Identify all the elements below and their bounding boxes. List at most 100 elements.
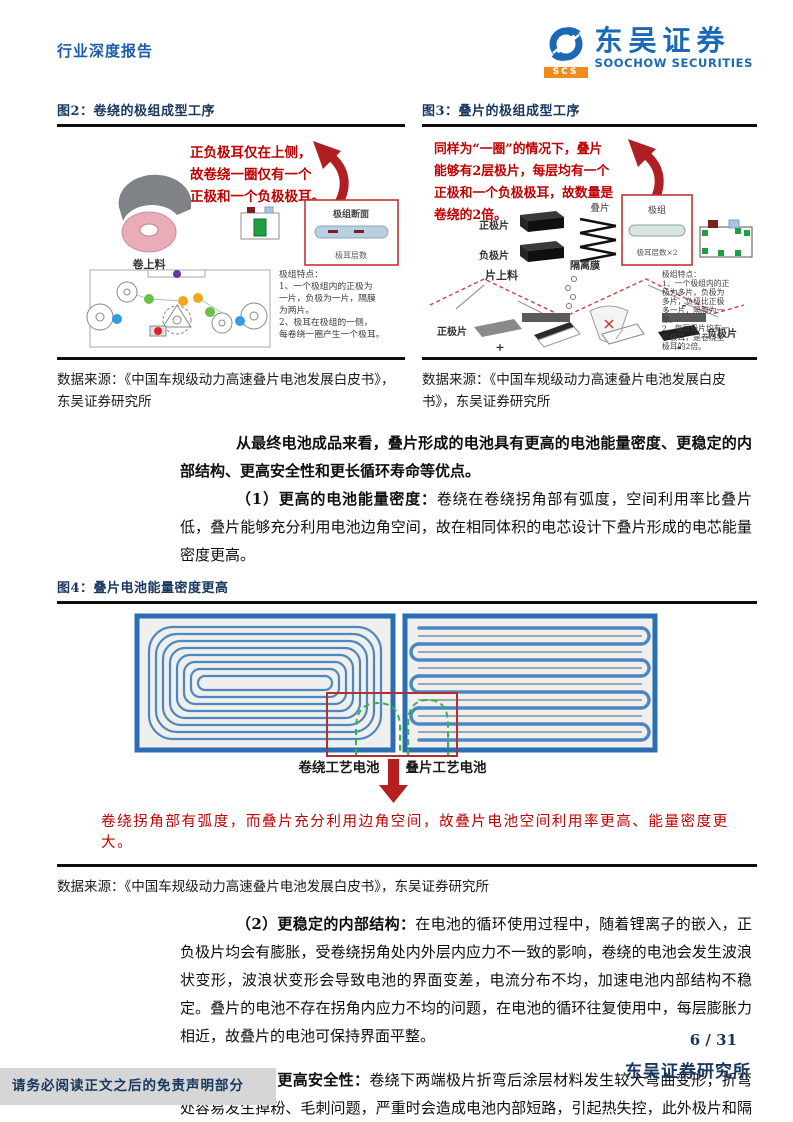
svg-text:为两片。: 为两片。 bbox=[279, 304, 314, 316]
body-section-1: 从最终电池成品来看，叠片形成的电池具有更高的电池能量密度、更稳定的内部结构、更高… bbox=[180, 429, 752, 569]
soochow-logo: SCS 东吴证券 SOOCHOW SECURITIES bbox=[543, 24, 753, 78]
fig3-lamination-stack: 叠片 bbox=[579, 202, 617, 263]
paragraph-2-lead: （2）更稳定的内部结构： bbox=[236, 915, 416, 933]
figure4-title: 图4：叠片电池能量密度更高 bbox=[57, 577, 757, 604]
intro-paragraph: 从最终电池成品来看，叠片形成的电池具有更高的电池能量密度、更稳定的内部结构、更高… bbox=[180, 429, 752, 485]
logo-en-text: SOOCHOW SECURITIES bbox=[594, 56, 753, 70]
svg-text:能够有2层极片，每层均有一个: 能够有2层极片，每层均有一个 bbox=[434, 163, 609, 179]
logo-badge: SCS bbox=[543, 26, 588, 78]
figure2-block: 图2：卷绕的极组成型工序 正负极耳仅在上侧， 故卷绕一圈仅有一个 正极和一个负极… bbox=[57, 100, 405, 413]
fig3-cathode-stack: 正极片 bbox=[479, 211, 564, 232]
fig4-winding-label: 卷绕工艺电池 bbox=[298, 759, 380, 776]
figure3-title: 图3：叠片的极组成型工序 bbox=[422, 100, 757, 127]
page-number: 6 / 31 bbox=[689, 1031, 737, 1049]
fig3-anode-label-b: 负极片 bbox=[707, 327, 737, 340]
svg-text:2、每层极片均有一: 2、每层极片均有一 bbox=[662, 323, 730, 333]
figure4-source: 数据来源：《中国车规级动力高速叠片电池发展白皮书》，东吴证券研究所 bbox=[57, 879, 489, 895]
institute-label: 东吴证券研究所 bbox=[625, 1062, 751, 1082]
body-section-2: （2）更稳定的内部结构：在电池的循环使用过程中，随着锂离子的嵌入，正负极片均会有… bbox=[180, 910, 752, 1122]
intro-text: 从最终电池成品来看，叠片形成的电池具有更高的电池能量密度、更稳定的内部结构、更高… bbox=[180, 434, 752, 480]
fig3-cell-icon bbox=[699, 219, 753, 258]
svg-text:多片，负极比正极: 多片，负极比正极 bbox=[662, 296, 725, 306]
fig3-group-label: 极组 bbox=[648, 204, 666, 216]
report-type-label: 行业深度报告 bbox=[57, 42, 154, 60]
svg-text:1、一个极组内的正: 1、一个极组内的正 bbox=[662, 278, 730, 288]
figure2-title: 图2：卷绕的极组成型工序 bbox=[57, 100, 405, 127]
figure-row: 图2：卷绕的极组成型工序 正负极耳仅在上侧， 故卷绕一圈仅有一个 正极和一个负极… bbox=[57, 100, 757, 413]
figure3-block: 图3：叠片的极组成型工序 同样为“一圈”的情况下，叠片 能够有2层极片，每层均有… bbox=[422, 100, 757, 413]
svg-text:个极耳，是卷绕型: 个极耳，是卷绕型 bbox=[662, 332, 725, 342]
fig2-roll-label: 卷上料 bbox=[132, 257, 166, 271]
svg-text:张。: 张。 bbox=[662, 315, 678, 324]
svg-text:每卷绕一圈产生一个极耳。: 每卷绕一圈产生一个极耳。 bbox=[279, 328, 385, 340]
logo-swirl-icon bbox=[549, 27, 583, 61]
fig2-box-title: 极组断面 bbox=[333, 208, 369, 220]
svg-text:故卷绕一圈仅有一个: 故卷绕一圈仅有一个 bbox=[190, 166, 312, 183]
svg-text:极为多片，负极为: 极为多片，负极为 bbox=[662, 287, 725, 297]
paragraph-2: （2）更稳定的内部结构：在电池的循环使用过程中，随着锂离子的嵌入，正负极片均会有… bbox=[180, 910, 752, 1050]
fig3-group-sub: 极耳层数×2 bbox=[636, 247, 677, 257]
logo-scs-text: SCS bbox=[543, 67, 588, 78]
fig2-box-sub: 极耳层数 bbox=[335, 250, 367, 260]
fig3-separator: 隔离膜 bbox=[565, 259, 600, 309]
fig3-notes-text: 极组特点： 1、一个极组内的正 极为多片，负极为 多片，负极比正极 多一片，隔膜… bbox=[662, 269, 730, 351]
figure3-illustration: 同样为“一圈”的情况下，叠片 能够有2层极片，每层均有一个 正极和一个负极极耳，… bbox=[429, 139, 753, 354]
svg-text:2、极耳在极组的一侧，: 2、极耳在极组的一侧， bbox=[279, 316, 373, 328]
fig2-notes-text: 极组特点： 1、一个极组内的正极为 一片，负极为一片，隔膜 为两片。 2、极耳在… bbox=[279, 268, 385, 340]
paragraph-2-text: 在电池的循环使用过程中，随着锂离子的嵌入，正负极片均会有膨胀，受卷绕拐角处内外层… bbox=[180, 915, 752, 1045]
fig3-minus-sign: - bbox=[682, 299, 687, 312]
fig4-winding-cell bbox=[134, 613, 396, 753]
fig4-down-arrow-icon bbox=[379, 759, 408, 803]
fig3-annotation-text: 同样为“一圈”的情况下，叠片 能够有2层极片，每层均有一个 正极和一个负极极耳，… bbox=[433, 141, 613, 223]
fig2-cross-section-box: 极组断面 极耳层数 bbox=[304, 199, 399, 266]
fig3-anode-label: 负极片 bbox=[479, 249, 509, 262]
fig2-annotation-text: 正负极耳仅在上侧， 故卷绕一圈仅有一个 正极和一个负极极耳。 bbox=[190, 144, 325, 205]
paragraph-3: （3）更高安全性：卷绕下两端极片折弯后涂层材料发生较大弯曲变形，折弯处容易发生掉… bbox=[180, 1066, 752, 1122]
logo-cn-text: 东吴证券 bbox=[594, 24, 731, 57]
fig2-cell-icon bbox=[240, 206, 280, 240]
figure2-illustration: 正负极耳仅在上侧， 故卷绕一圈仅有一个 正极和一个负极极耳。 卷上料 bbox=[86, 141, 399, 348]
svg-text:极耳的2倍。: 极耳的2倍。 bbox=[662, 341, 706, 351]
figure4-illustration: 卷绕工艺电池 叠片工艺电池 bbox=[134, 613, 658, 803]
fig3-feed-label: 片上料 bbox=[485, 268, 518, 282]
disclaimer-banner: 请务必阅读正文之后的免责声明部分 bbox=[0, 1068, 276, 1105]
fig3-z-stacking-path bbox=[429, 278, 745, 318]
figure4-caption: 卷绕拐角部有弧度，而叠片充分利用边角空间，故叠片电池空间利用率更高、能量密度更大… bbox=[101, 814, 729, 851]
paragraph-1: （1）更高的电池能量密度：卷绕在卷绕拐角部有弧度，空间利用率比叠片低，叠片能够充… bbox=[180, 485, 752, 569]
fig3-separator-label: 隔离膜 bbox=[570, 259, 600, 272]
figure4-block: 图4：叠片电池能量密度更高 bbox=[57, 577, 757, 898]
fig3-cathode-label: 正极片 bbox=[479, 219, 509, 232]
svg-text:正负极耳仅在上侧，: 正负极耳仅在上侧， bbox=[190, 144, 312, 161]
figure2-bottom-rule bbox=[57, 357, 405, 360]
fig3-group-box: 极组 极耳层数×2 bbox=[621, 194, 693, 266]
svg-text:卷绕的2倍。: 卷绕的2倍。 bbox=[433, 207, 507, 223]
figure3-bottom-rule bbox=[422, 357, 757, 360]
logo-wordmark: 东吴证券 SOOCHOW SECURITIES bbox=[594, 24, 753, 71]
svg-text:正极和一个负极极耳。: 正极和一个负极极耳。 bbox=[190, 188, 325, 205]
fig3-bottom-sheets: 正极片 + - 负极片 bbox=[437, 319, 737, 354]
svg-text:一片，负极为一片，隔膜: 一片，负极为一片，隔膜 bbox=[279, 292, 376, 304]
paragraph-1-lead: （1）更高的电池能量密度： bbox=[236, 490, 437, 508]
fig3-stack-label: 叠片 bbox=[590, 202, 609, 214]
fig4-stacking-cell bbox=[402, 613, 658, 753]
paragraph-3-text: 卷绕下两端极片折弯后涂层材料发生较大弯曲变形，折弯处容易发生掉粉、毛刺问题，严重… bbox=[180, 1071, 752, 1117]
svg-text:正极和一个负极极耳，故数量是: 正极和一个负极极耳，故数量是 bbox=[434, 185, 613, 201]
figure3-source: 数据来源：《中国车规级动力高速叠片电池发展白皮书》，东吴证券研究所 bbox=[422, 372, 726, 410]
svg-text:同样为“一圈”的情况下，叠片: 同样为“一圈”的情况下，叠片 bbox=[434, 141, 602, 157]
svg-text:极组特点：: 极组特点： bbox=[662, 269, 701, 279]
fig2-feed-roll: 卷上料 bbox=[118, 174, 191, 271]
fig3-cathode-label-b: 正极片 bbox=[437, 325, 467, 338]
svg-text:多一片，隔膜为一: 多一片，隔膜为一 bbox=[662, 305, 725, 315]
fig3-anode-stack: 负极片 bbox=[479, 241, 564, 262]
paragraph-1-text: 卷绕在卷绕拐角部有弧度，空间利用率比叠片低，叠片能够充分利用电池边角空间，故在相… bbox=[180, 490, 752, 564]
svg-text:极组特点：: 极组特点： bbox=[279, 268, 323, 280]
svg-text:1、一个极组内的正极为: 1、一个极组内的正极为 bbox=[279, 280, 373, 292]
fig2-winding-machine bbox=[86, 269, 271, 348]
fig3-minus-sign-2: - bbox=[677, 341, 682, 353]
figure4-bottom-rule bbox=[57, 864, 757, 867]
fig3-plus-sign-2: + bbox=[495, 341, 504, 353]
fig4-stacking-label: 叠片工艺电池 bbox=[406, 759, 487, 776]
fig4-highlight-box bbox=[326, 692, 458, 757]
figure2-source: 数据来源：《中国车规级动力高速叠片电池发展白皮书》，东吴证券研究所 bbox=[57, 372, 395, 410]
